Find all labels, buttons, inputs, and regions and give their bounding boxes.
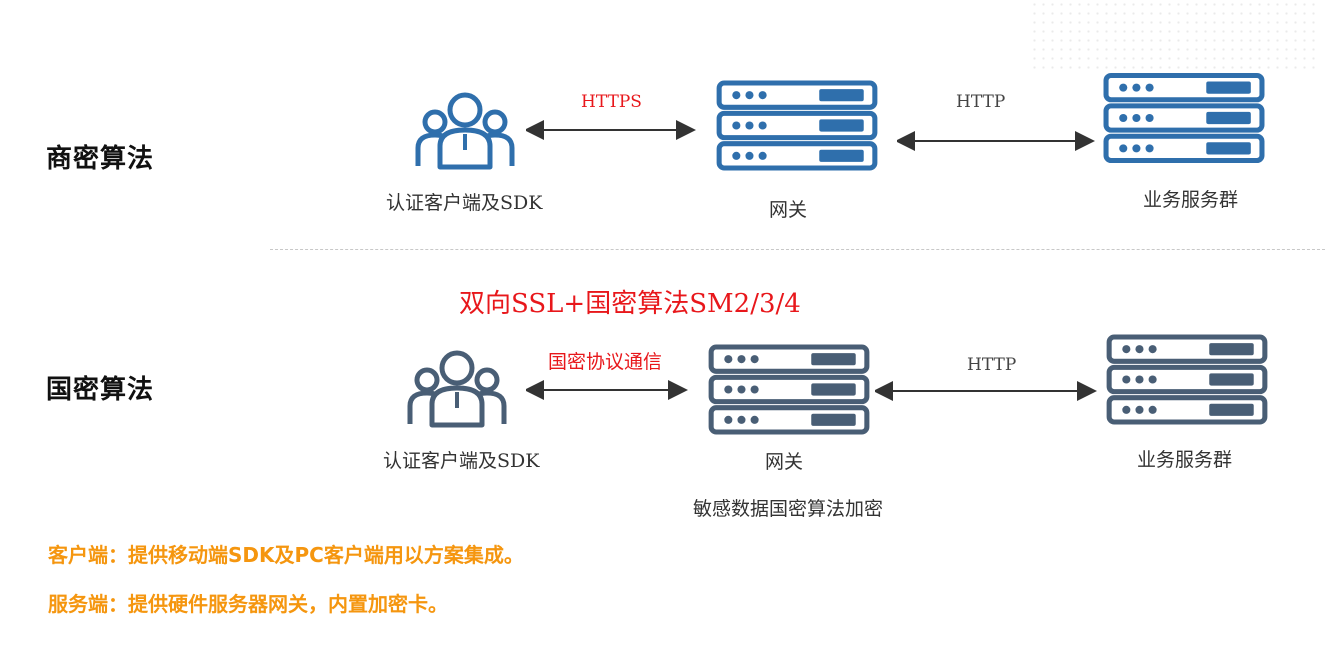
server-group-label: 业务服务群 [1143,189,1239,211]
client-label: 认证客户端及SDK [383,450,540,472]
section-title-commercial: 商密算法 [46,144,155,174]
gateway-label: 网关 [769,199,808,221]
server-group-label: 业务服务群 [1137,449,1233,471]
section-divider [270,249,1325,250]
section-title-national: 国密算法 [46,375,155,405]
double-arrow-icon [526,120,696,140]
protocol-label-http: HTTP [967,355,1017,375]
server-stack-icon [1103,72,1265,164]
background-dot-pattern [1030,0,1320,70]
double-arrow-icon [897,131,1095,151]
user-group-icon [407,348,507,428]
client-label: 认证客户端及SDK [386,192,543,214]
gateway-note: 敏感数据国密算法加密 [693,498,884,520]
gateway-label: 网关 [765,451,804,473]
double-arrow-icon [526,380,688,400]
server-stack-icon [708,344,870,435]
double-arrow-icon [875,381,1097,401]
user-group-icon [415,90,515,170]
protocol-label-national: 国密协议通信 [548,351,663,373]
client-note: 客户端：提供移动端SDK及PC客户端用以方案集成。 [48,543,524,567]
protocol-label-http: HTTP [956,92,1006,112]
server-stack-icon [716,80,878,171]
server-stack-icon [1106,334,1268,425]
headline: 双向SSL+国密算法SM2/3/4 [459,289,801,319]
server-note: 服务端：提供硬件服务器网关，内置加密卡。 [48,592,448,616]
protocol-label-https: HTTPS [581,92,642,112]
